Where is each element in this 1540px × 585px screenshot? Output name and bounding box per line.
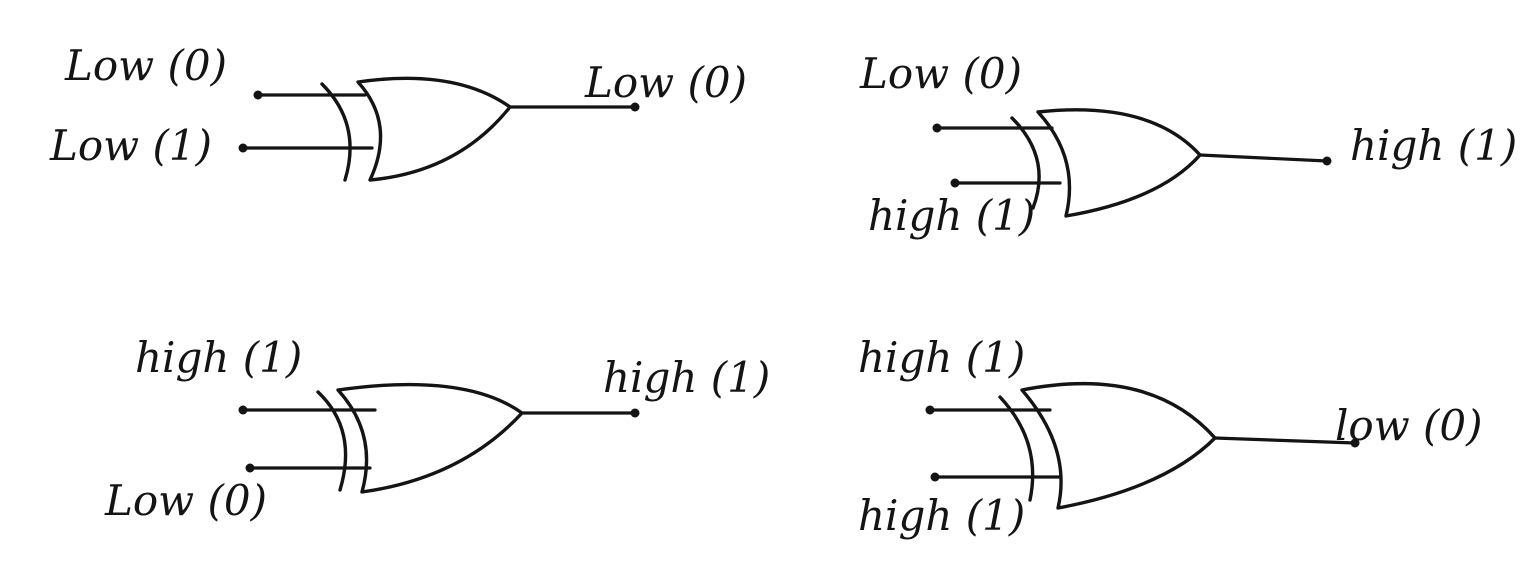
gate-1-or-body xyxy=(356,76,512,182)
gate-2-output-wire xyxy=(1198,153,1329,163)
gate-2-input-b-label: high (1) xyxy=(868,191,1035,240)
gate-2-input-b-terminal xyxy=(950,178,960,188)
gate-2-output-terminal xyxy=(1322,156,1332,166)
gate-1-input-a-terminal xyxy=(253,90,263,100)
gate-4-or-body xyxy=(1020,381,1217,510)
gate-1-output-terminal xyxy=(630,102,640,112)
gate-3-or-body xyxy=(336,382,524,494)
gate-3-xor-extra-curve xyxy=(316,390,348,492)
xor-gate-3: high (1) Low (0) high (1) xyxy=(104,333,770,525)
gate-1-output-label: Low (0) xyxy=(584,58,747,107)
gate-4-output-label: low (0) xyxy=(1335,401,1483,450)
gate-2-xor-extra-curve xyxy=(1010,116,1041,210)
gate-2-output-label: high (1) xyxy=(1350,121,1517,170)
gate-2-input-a-label: Low (0) xyxy=(859,49,1022,98)
gate-4-input-b-label: high (1) xyxy=(858,491,1025,540)
xor-gate-2: Low (0) high (1) high (1) xyxy=(859,49,1517,240)
gate-3-output-terminal xyxy=(630,408,640,418)
gate-2-input-a-terminal xyxy=(932,123,942,133)
gate-4-input-a-label: high (1) xyxy=(858,333,1025,382)
gate-3-input-b-label: Low (0) xyxy=(104,476,267,525)
gate-2-or-body xyxy=(1036,108,1202,218)
gate-3-input-a-label: high (1) xyxy=(135,333,302,382)
gate-4-output-wire xyxy=(1213,436,1357,445)
gate-3-input-b-terminal xyxy=(245,463,255,473)
gate-3-output-label: high (1) xyxy=(603,353,770,402)
gate-1-xor-extra-curve xyxy=(320,82,352,182)
gate-4-input-a-terminal xyxy=(925,405,935,415)
xor-gate-4: high (1) high (1) low (0) xyxy=(858,333,1483,540)
gate-1-input-b-terminal xyxy=(238,143,248,153)
gate-1-input-a-label: Low (0) xyxy=(64,41,227,90)
gate-4-output-terminal xyxy=(1350,438,1360,448)
gate-3-input-a-terminal xyxy=(238,405,248,415)
gate-4-input-b-terminal xyxy=(930,472,940,482)
gate-4-xor-extra-curve xyxy=(998,395,1035,502)
gate-1-input-b-label: Low (1) xyxy=(49,121,212,170)
xor-gate-1: Low (0) Low (1) Low (0) xyxy=(49,41,747,182)
